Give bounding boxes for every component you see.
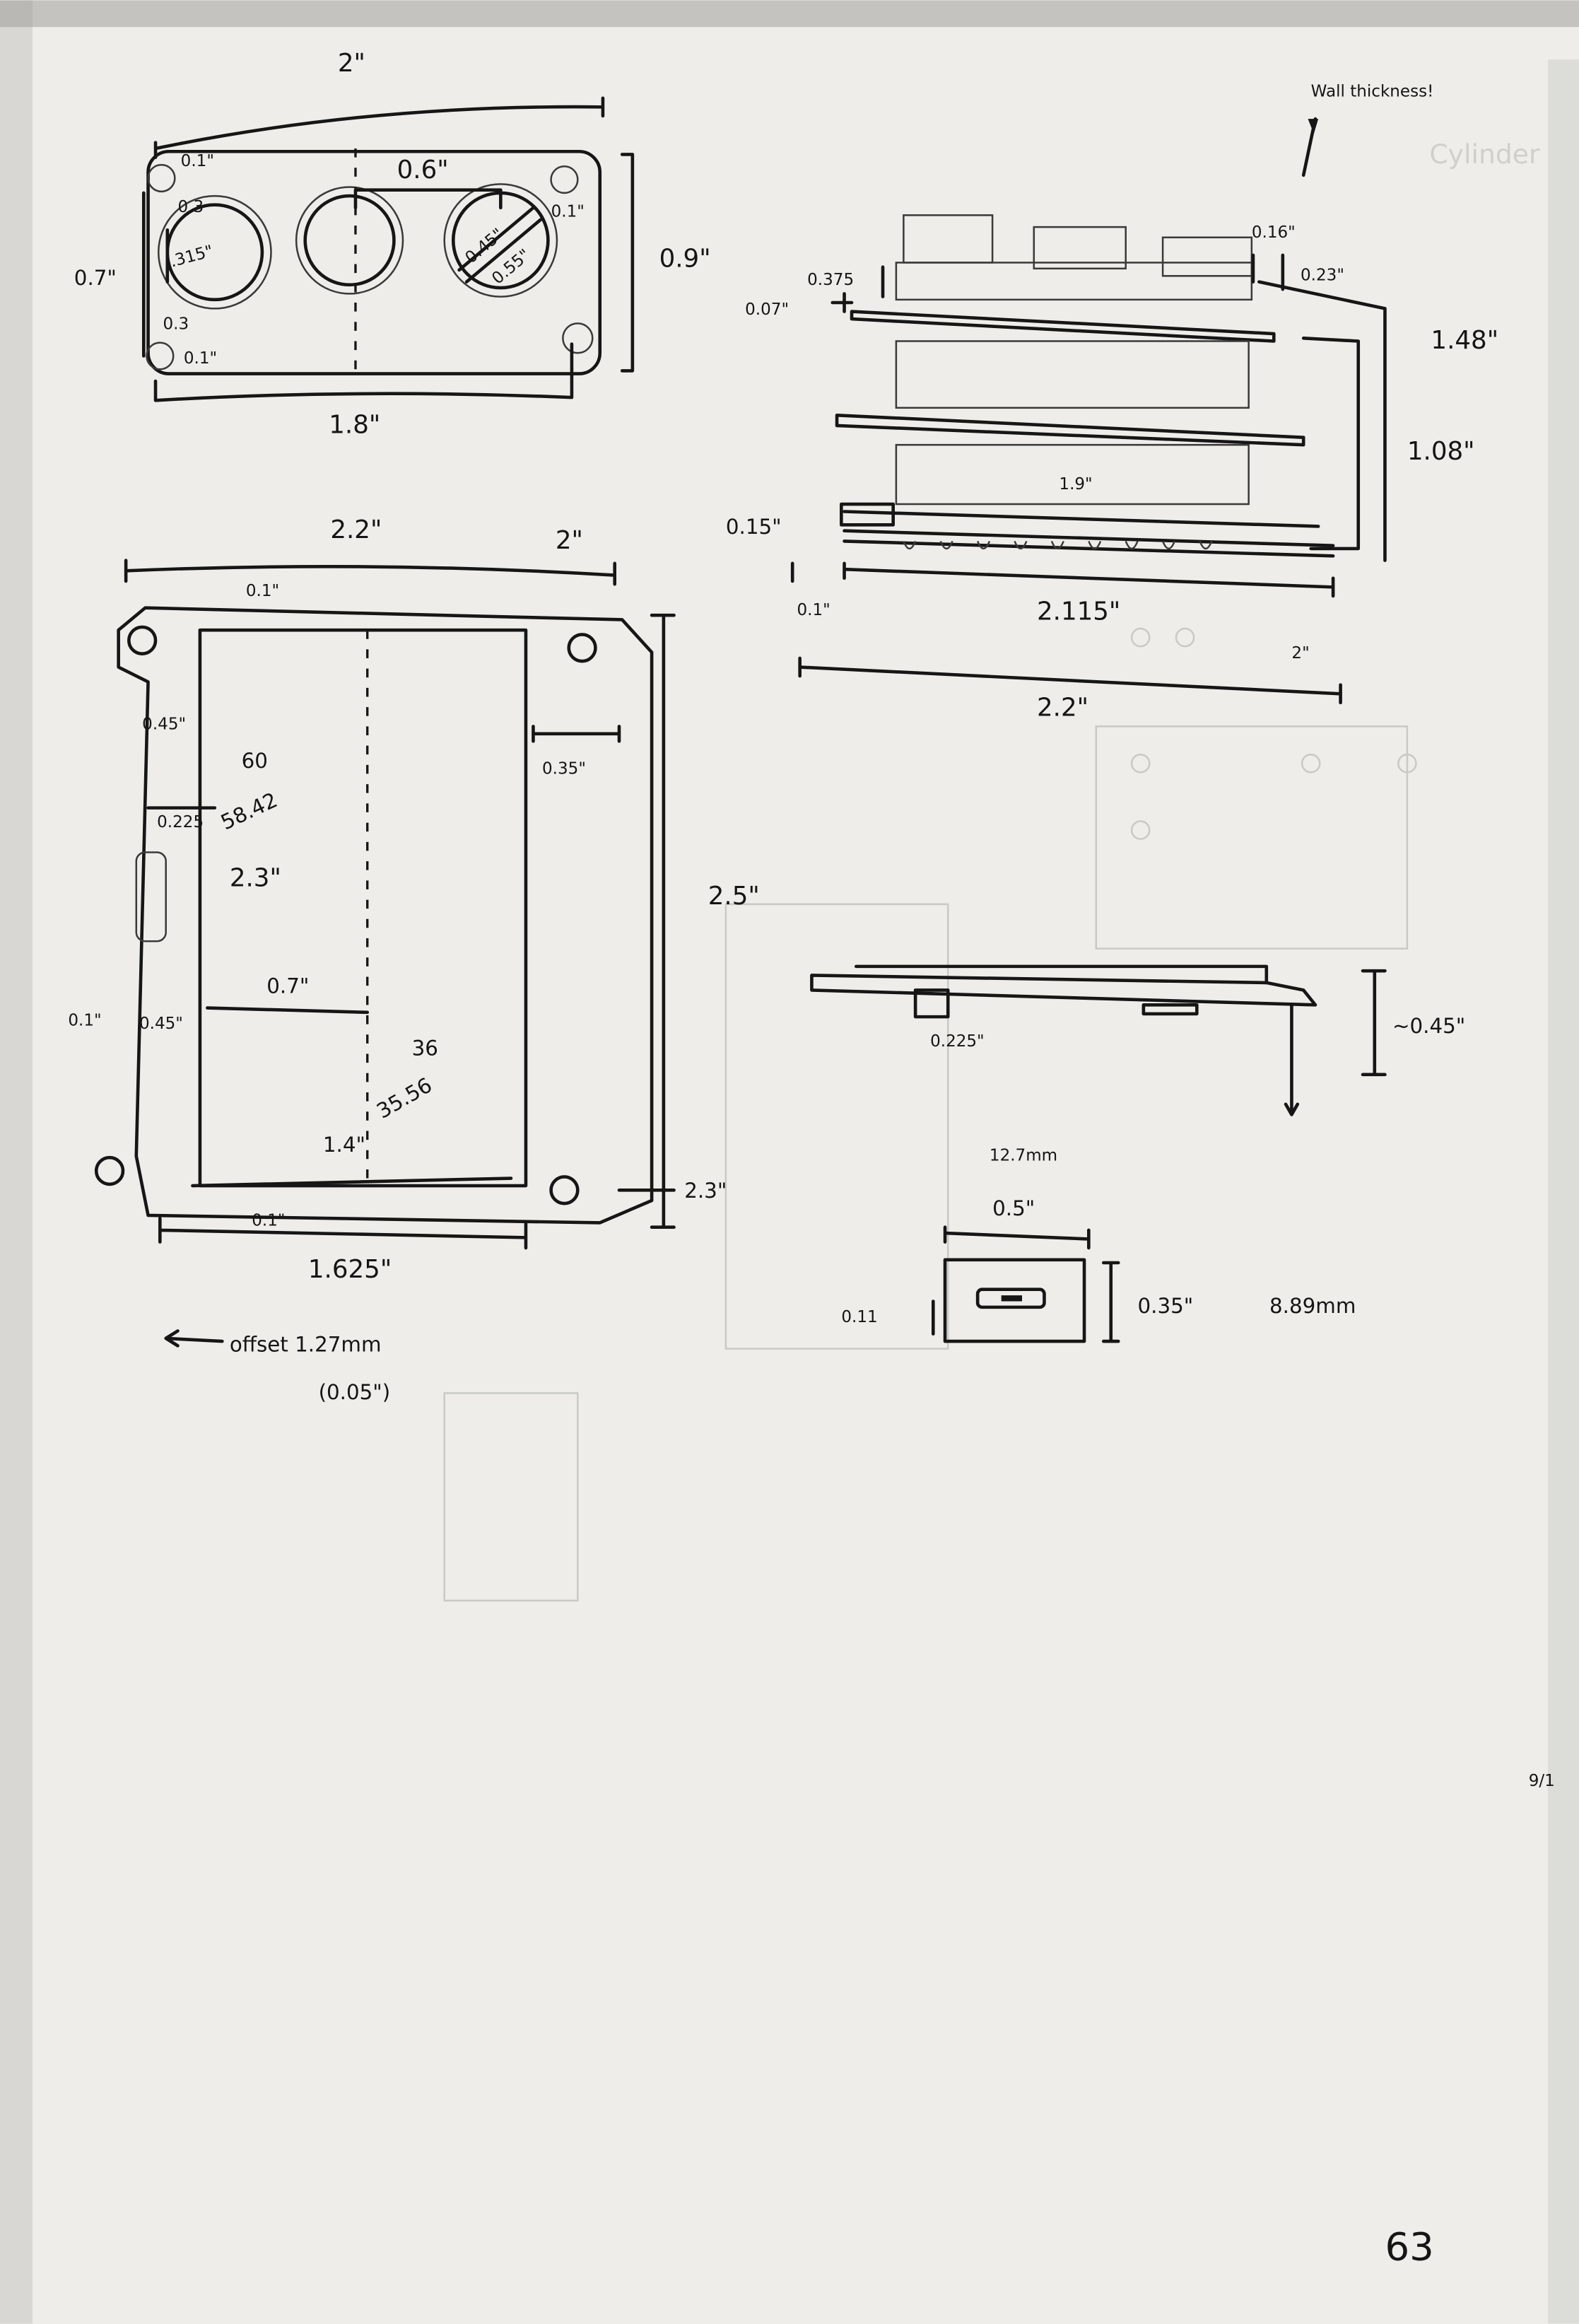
dim-inner-height: 0.7" <box>74 266 117 290</box>
dim-height: 0.9" <box>659 245 711 274</box>
dim-usb-offset: 0.11 <box>841 1308 877 1326</box>
dim-base-width: 1.625" <box>308 1255 392 1284</box>
dim-usb-mm-width: 12.7mm <box>990 1146 1057 1164</box>
dim-side-height: 2.3" <box>684 1179 727 1203</box>
dim-left-margin-top: 0.45" <box>142 716 186 734</box>
dim-length: 2.115" <box>1037 597 1120 626</box>
dim-wall: 0.16" <box>1252 223 1296 242</box>
top-view-drawing: 2.2" 2" 0.1" 0.45" 0.35" 60 58.42 0.225 … <box>68 515 727 1404</box>
dim-usb-width: 0.5" <box>992 1196 1035 1220</box>
dim-width-overall: 2" <box>338 49 365 78</box>
svg-text:Cylinder: Cylinder <box>1429 139 1540 170</box>
dim-pcb-tab: 0.225" <box>930 1032 985 1051</box>
arrow-left-icon <box>164 1329 224 1348</box>
dim-top-gap: 0.23" <box>1301 267 1344 285</box>
dim-inner-width: 2" <box>1291 644 1309 662</box>
dim-overall-width: 2.2" <box>1037 694 1088 723</box>
dim-pcb-height: ~0.45" <box>1392 1014 1465 1038</box>
dim-right-margin: 0.35" <box>542 759 586 778</box>
dim-right-margin: 0.1" <box>551 202 585 221</box>
dim-total-height: 1.48" <box>1431 326 1498 355</box>
front-panel-drawing: 2" 0.1" 0.3 0.7" .315" 0.3 0.1" 0.6" 0.1… <box>74 49 711 439</box>
dim-connector-height: 0.375 <box>807 271 854 289</box>
note-offset: offset 1.27mm <box>230 1333 382 1357</box>
dim-upper-gap: 0.3 <box>177 198 204 216</box>
dim-bottom-margin: 0.1" <box>252 1212 285 1230</box>
page-number: 63 <box>1385 2224 1433 2269</box>
dim-hole-spacing: 1.8" <box>329 410 380 439</box>
dim-top-margin: 0.1" <box>181 152 214 170</box>
dim-left-edge: 0.1" <box>68 1012 101 1030</box>
usb-port-drawing: 12.7mm 0.5" 0.11 0.35" 8.89mm <box>841 1146 1356 1343</box>
note-wall-thickness: Wall thickness! <box>1311 83 1434 101</box>
dim-bottom-margin: 0.1" <box>184 349 217 368</box>
dim-side-strip: 0.225 <box>157 813 204 831</box>
dim-lower-gap: 0.3 <box>163 315 189 334</box>
dim-offset: 0.1" <box>797 601 830 619</box>
dim-left-margin-bottom: 0.45" <box>139 1015 183 1033</box>
dim-board-length: 1.9" <box>1059 475 1092 494</box>
dim-height: 2.3" <box>230 864 281 893</box>
dim-mm-height-a: 60 <box>242 749 268 773</box>
page-edge <box>1547 59 1579 2324</box>
dim-board-thickness: 0.07" <box>745 300 789 319</box>
page-gutter <box>0 0 33 2324</box>
dim-inner-height: 1.08" <box>1407 437 1475 466</box>
dim-usb-height: 0.35" <box>1137 1294 1193 1318</box>
bleed-through-sketch: Cylinder <box>443 139 1540 1602</box>
dim-pcb-length: 2.5" <box>708 882 760 911</box>
dim-screen-width: 1.4" <box>323 1133 365 1157</box>
dim-bottom-gap: 0.15" <box>726 515 782 539</box>
note-offset-inch: (0.05") <box>319 1380 391 1404</box>
dim-half-width: 0.7" <box>266 974 309 998</box>
dim-mm-width-a: 36 <box>412 1037 438 1061</box>
dim-width-overall: 2.2" <box>330 515 382 544</box>
dim-top-margin: 0.1" <box>246 582 279 600</box>
dim-center-to-right: 0.6" <box>397 156 449 185</box>
side-view-drawing: Wall thickness! 0.16" 0.23" 0.375 0.07" … <box>726 83 1498 723</box>
pcb-side-drawing: 2.5" ~0.45" 0.225" <box>708 882 1465 1116</box>
margin-mark: 9/1 <box>1529 1772 1555 1790</box>
dim-usb-mm-height: 8.89mm <box>1269 1294 1356 1318</box>
dim-width-inner: 2" <box>556 526 583 555</box>
